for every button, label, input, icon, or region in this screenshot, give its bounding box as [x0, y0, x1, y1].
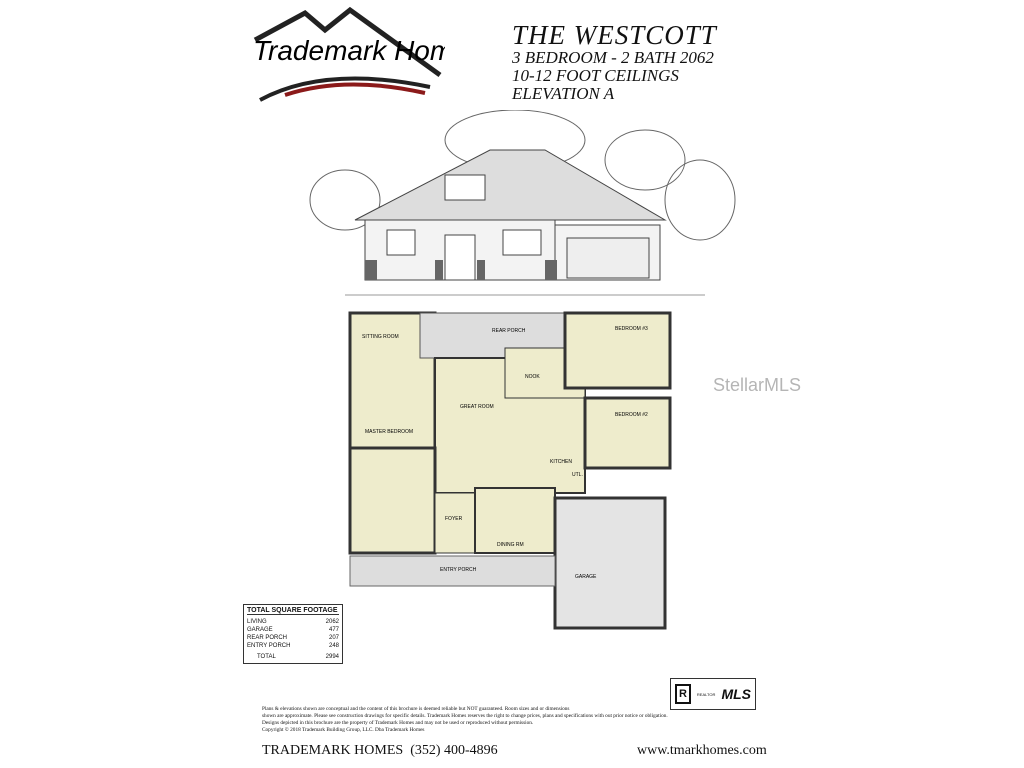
plan-name: THE WESTCOTT [512, 20, 717, 50]
room-kitchen: KITCHEN [550, 459, 572, 465]
sqft-total-row: TOTAL 2994 [247, 653, 339, 661]
sqft-row: GARAGE 477 [247, 626, 339, 634]
phone-number: (352) 400-4896 [410, 743, 498, 758]
sqft-title: TOTAL SQUARE FOOTAGE [247, 607, 339, 615]
mls-label: MLS [721, 686, 751, 702]
disclaimer-line: Designs depicted in this brochure are th… [262, 720, 534, 726]
plan-elevation: ELEVATION A [512, 84, 615, 103]
trademark-homes-logo: Trademark Homes [253, 6, 445, 102]
realtor-label: REALTOR [696, 691, 716, 697]
room-garage: GARAGE [575, 574, 597, 580]
sqft-label: LIVING [247, 619, 267, 625]
disclaimer-line: shown are approximate. Please see constr… [262, 713, 668, 719]
stellar-mls-watermark: StellarMLS [713, 375, 802, 395]
sqft-value: 477 [328, 627, 339, 633]
disclaimer-line: Plans & elevations shown are conceptual … [262, 706, 570, 712]
room-rear-porch: REAR PORCH [492, 328, 526, 334]
room-foyer: FOYER [445, 516, 463, 522]
footer-contact: TRADEMARK HOMES (352) 400-4896 [262, 743, 498, 759]
sqft-value: 2062 [325, 619, 339, 625]
sqft-row: ENTRY PORCH 248 [247, 642, 339, 650]
room-dining: DINING RM [497, 542, 524, 548]
square-footage-table: TOTAL SQUARE FOOTAGE LIVING 2062 GARAGE 47… [243, 604, 343, 664]
room-bedroom-2: BEDROOM #2 [615, 412, 648, 418]
room-master: MASTER BEDROOM [365, 429, 413, 435]
room-sitting: SITTING ROOM [362, 334, 399, 340]
realtor-r-icon: R [675, 684, 691, 704]
sqft-total-value: 2994 [325, 654, 339, 660]
plan-specs: 3 BEDROOM - 2 BATH 2062 [512, 48, 714, 67]
room-bedroom-3: BEDROOM #3 [615, 326, 648, 332]
sqft-label: REAR PORCH [247, 635, 288, 641]
sqft-row: REAR PORCH 207 [247, 634, 339, 642]
sqft-value: 248 [328, 643, 339, 649]
disclaimer: Plans & elevations shown are conceptual … [262, 706, 762, 734]
elevation-drawing [309, 110, 736, 296]
sqft-value: 207 [328, 635, 339, 641]
floor-plan: SITTING ROOM REAR PORCH BEDROOM #3 NOOK … [348, 311, 672, 630]
sqft-total-label: TOTAL [257, 654, 276, 660]
room-entry-porch: ENTRY PORCH [440, 567, 477, 573]
realtor-mls-logo: R REALTOR MLS [670, 678, 756, 710]
logo-text: Trademark Homes [253, 35, 445, 66]
sqft-label: ENTRY PORCH [247, 643, 291, 649]
plan-title-block: THE WESTCOTT 3 BEDROOM - 2 BATH 2062 10-… [512, 22, 717, 103]
plan-ceilings: 10-12 FOOT CEILINGS [512, 66, 679, 85]
room-nook: NOOK [525, 374, 540, 380]
company-name: TRADEMARK HOMES [262, 743, 404, 758]
room-utility: UTL. [572, 472, 583, 478]
sqft-label: GARAGE [247, 627, 273, 633]
room-great: GREAT ROOM [460, 404, 494, 410]
sqft-row: LIVING 2062 [247, 618, 339, 626]
disclaimer-line: Copyright © 2018 Trademark Building Grou… [262, 727, 425, 733]
website: www.tmarkhomes.com [637, 743, 767, 758]
